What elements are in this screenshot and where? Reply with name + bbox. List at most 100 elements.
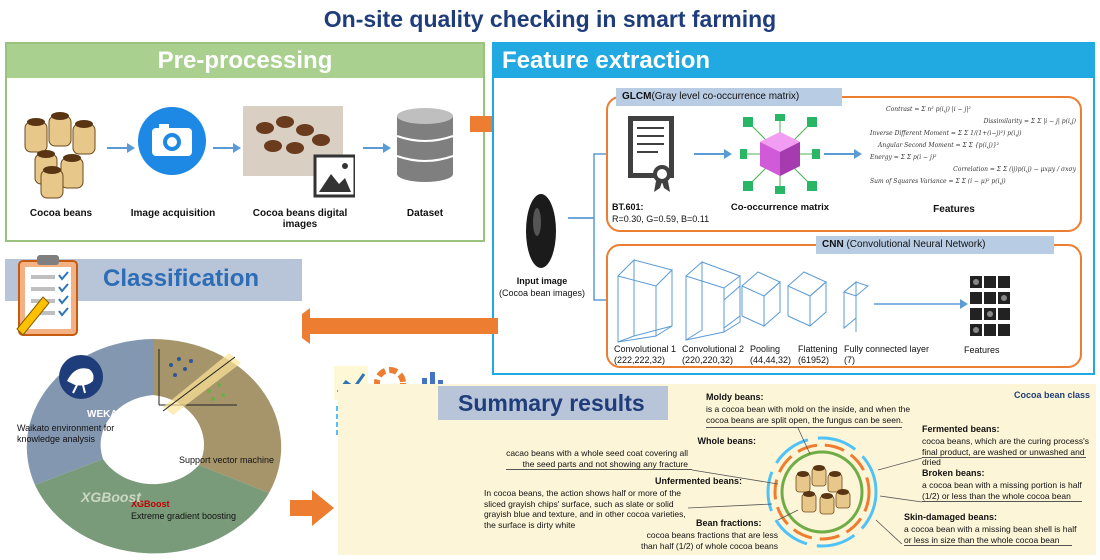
fermented-beans-title: Fermented beans: [922,424,1000,434]
arrow-right-icon [213,143,241,153]
weka-segment [26,339,153,485]
step-digital-images: Cocoa beans digital images [252,208,348,230]
weka-label: WEKA [87,409,118,420]
input-image-label: Input image [516,276,568,286]
cnn-layer-fc-dims: (7) [844,355,855,365]
certificate-icon [628,116,674,192]
glcm-heading: GLCM(Gray level co-occurrence matrix) [616,88,842,106]
formula-energy: Energy = Σ Σ p(i − j)² [870,154,937,161]
cnn-layer-conv1-name: Convolutional 1 [614,344,677,354]
cnn-layer-fc-name: Fully connected layer [844,344,930,354]
broken-beans-desc: a cocoa bean with a missing portion is h… [922,480,1082,501]
bean-fractions-desc: cocoa beans fractions that are less than… [640,530,778,551]
xgboost-watermark: XGBoost [81,489,141,505]
flow-arrow-left-icon [286,308,498,344]
cocoa-class-circle-icon [766,436,878,548]
glcm-features-label: Features [933,204,975,215]
bt601-values: R=0.30, G=0.59, B=0.11 [612,214,710,224]
classifier-donut-diagram [26,338,282,554]
cnn-layer-conv2-name: Convolutional 2 [682,344,745,354]
glcm-heading-rest: (Gray level co-occurrence matrix) [651,91,800,102]
preprocessing-panel: Pre-processing Cocoa beans Image acquisi… [5,42,485,242]
svm-label: SVM [179,443,201,454]
database-icon [396,108,454,182]
cnn-heading-bold: CNN [822,239,844,250]
skin-damaged-beans-title: Skin-damaged beans: [904,512,998,522]
cnn-layer-flatten-name: Flattening [798,344,838,354]
flow-arrow-icon [290,490,334,526]
cnn-layer-flatten-dims: (61952) [798,355,830,365]
summary-heading-bar [438,386,668,420]
step-image-acquisition: Image acquisition [130,208,216,219]
formula-asm: Angular Second Moment = Σ Σ {p(i,j)}² [878,142,1000,149]
whole-underline [506,469,692,470]
arrow-right-icon [824,149,862,159]
preprocessing-heading: Pre-processing [7,44,483,78]
arrow-right-icon [363,143,391,153]
cnn-feature-maps-icon [970,276,1010,336]
cnn-layer-conv1 [617,258,635,343]
co-occurrence-matrix-icon [740,114,820,194]
input-image-sub: (Cocoa bean images) [498,288,586,298]
skin-damaged-underline [904,545,1072,546]
svm-scatter-icon [158,349,241,415]
moldy-beans-desc: is a cocoa bean with mold on the inside,… [706,404,911,425]
xgboost-segment [35,459,269,554]
xgboost-label-small: XGBoost [131,499,170,509]
cnn-layer-conv2-dims: (220,220,32) [682,355,734,365]
svm-desc: Support vector machine [179,455,275,465]
cnn-heading-rest: (Convolutional Neural Network) [843,239,986,250]
unfermented-beans-desc: In cocoa beans, the action shows half or… [484,488,686,530]
step-cocoa-beans: Cocoa beans [29,208,93,219]
classification-heading: Classification [103,265,260,292]
whole-beans-title: Whole beans: [697,436,756,446]
formula-correlation: Correlation = Σ Σ (ij)p(i,j) − μxμy / σx… [953,166,1076,173]
glcm-formulas: Contrast = Σ n² p(i,j) |i − j|² Dissimil… [870,104,1076,188]
arrow-right-icon [694,149,732,159]
bean-fractions-title: Bean fractions: [696,518,762,528]
formula-contrast: Contrast = Σ n² p(i,j) |i − j|² [886,106,971,113]
cnn-layer-pool [723,284,741,329]
clipboard-checklist-icon [16,255,78,336]
bt601-title: BT.601: [612,202,644,212]
arrow-right-icon [107,143,135,153]
moldy-beans-title: Moldy beans: [706,392,764,402]
co-occurrence-matrix-label: Co-occurrence matrix [730,202,830,213]
broken-beans-title: Broken beans: [922,468,985,478]
weka-desc: Waikato environment for knowledge analys… [17,423,115,444]
cnn-layer-conv2 [685,260,703,341]
svm-segment [153,338,282,493]
formula-ssv: Sum of Squares Variance = Σ Σ (i − μ)² p… [870,178,1006,185]
feature-extraction-panel: Feature extraction Input image (Cocoa be… [492,42,1095,375]
summary-heading: Summary results [458,390,645,416]
step-dataset: Dataset [406,208,444,219]
formula-idm: Inverse Different Moment = Σ Σ 1/(1+(i−j… [870,130,1022,137]
cocoa-beans-icon [24,112,96,199]
unfermented-beans-title: Unfermented beans: [654,476,742,486]
glcm-box [606,96,1082,232]
glcm-heading-bold: GLCM [622,91,652,102]
skin-damaged-beans-desc: a cocoa bean with a missing bean shell i… [904,524,1077,545]
cnn-architecture-diagram [617,258,968,343]
cocoa-bean-input-icon [526,194,556,268]
fermented-beans-desc: cocoa beans, which are the curing proces… [922,436,1089,468]
summary-panel: Summary results Cocoa bean class Moldy b… [338,384,1096,555]
fermented-underline [922,457,1086,458]
class-connector-lines [687,427,923,544]
cnn-layer-pool-name: Pooling [750,344,781,354]
cnn-heading: CNN (Convolutional Neural Network) [816,236,1054,254]
broken-underline [922,501,1082,502]
cocoa-digital-image-icon [243,106,355,198]
formula-dissimilarity: Dissimilarity = Σ Σ |i − j| p(i,j) [983,118,1076,125]
feature-extraction-heading: Feature extraction [494,44,1093,78]
xgboost-desc: Extreme gradient boosting [131,511,237,521]
classification-panel: Classification WEKA Waikato environment … [5,255,302,555]
moldy-underline [706,427,902,428]
cocoa-bean-class-label: Cocoa bean class [1014,390,1091,400]
branch-connector [568,153,606,301]
main-title: On-site quality checking in smart farmin… [323,6,777,32]
cnn-layer-flatten [787,271,827,297]
whole-beans-desc: cacao beans with a whole seed coat cover… [506,448,688,469]
cnn-layer-conv1-dims: (222,222,32) [614,355,666,365]
camera-icon [138,107,206,175]
